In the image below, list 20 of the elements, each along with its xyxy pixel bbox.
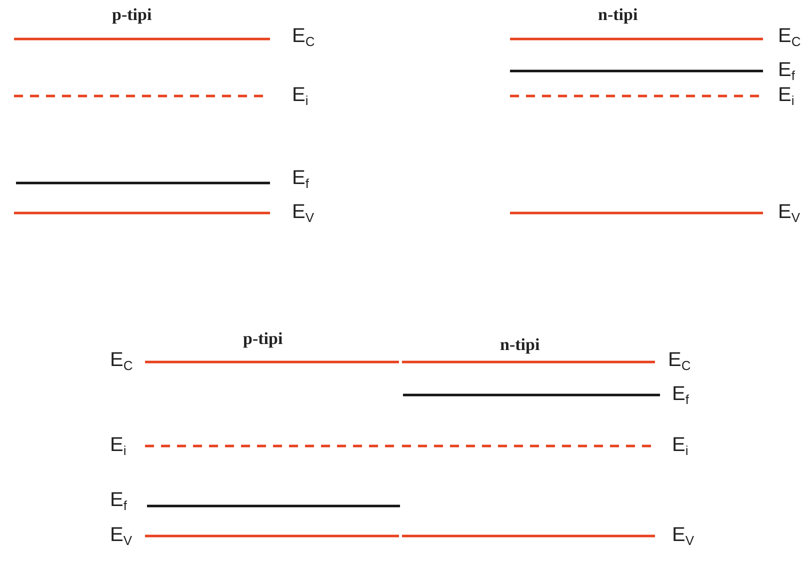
region-title: p-tipi xyxy=(243,330,283,347)
energy-level-label: E$_{V}$ xyxy=(672,525,694,547)
energy-level-label: E$_{f}$ xyxy=(110,490,127,512)
energy-level-label: E$_{V}$ xyxy=(292,202,314,224)
energy-level-label: E$_{f}$ xyxy=(672,384,689,406)
energy-level-label: E$_{V}$ xyxy=(778,202,800,224)
energy-level-label: E$_{f}$ xyxy=(292,168,309,190)
energy-level-label: E$_{i}$ xyxy=(672,435,688,457)
energy-level-label: E$_{C}$ xyxy=(778,26,801,48)
energy-level-label: E$_{i}$ xyxy=(292,85,308,107)
energy-level-label: E$_{i}$ xyxy=(778,85,794,107)
energy-level-label: E$_{f}$ xyxy=(778,60,795,82)
energy-level-label: E$_{C}$ xyxy=(292,26,315,48)
energy-level-label: E$_{C}$ xyxy=(668,350,691,372)
region-title: p-tipi xyxy=(112,6,152,23)
energy-level-label: E$_{C}$ xyxy=(110,350,133,372)
region-title: n-tipi xyxy=(598,6,638,23)
region-title: n-tipi xyxy=(500,336,540,353)
energy-level-label: E$_{V}$ xyxy=(110,525,132,547)
energy-level-label: E$_{i}$ xyxy=(110,435,126,457)
